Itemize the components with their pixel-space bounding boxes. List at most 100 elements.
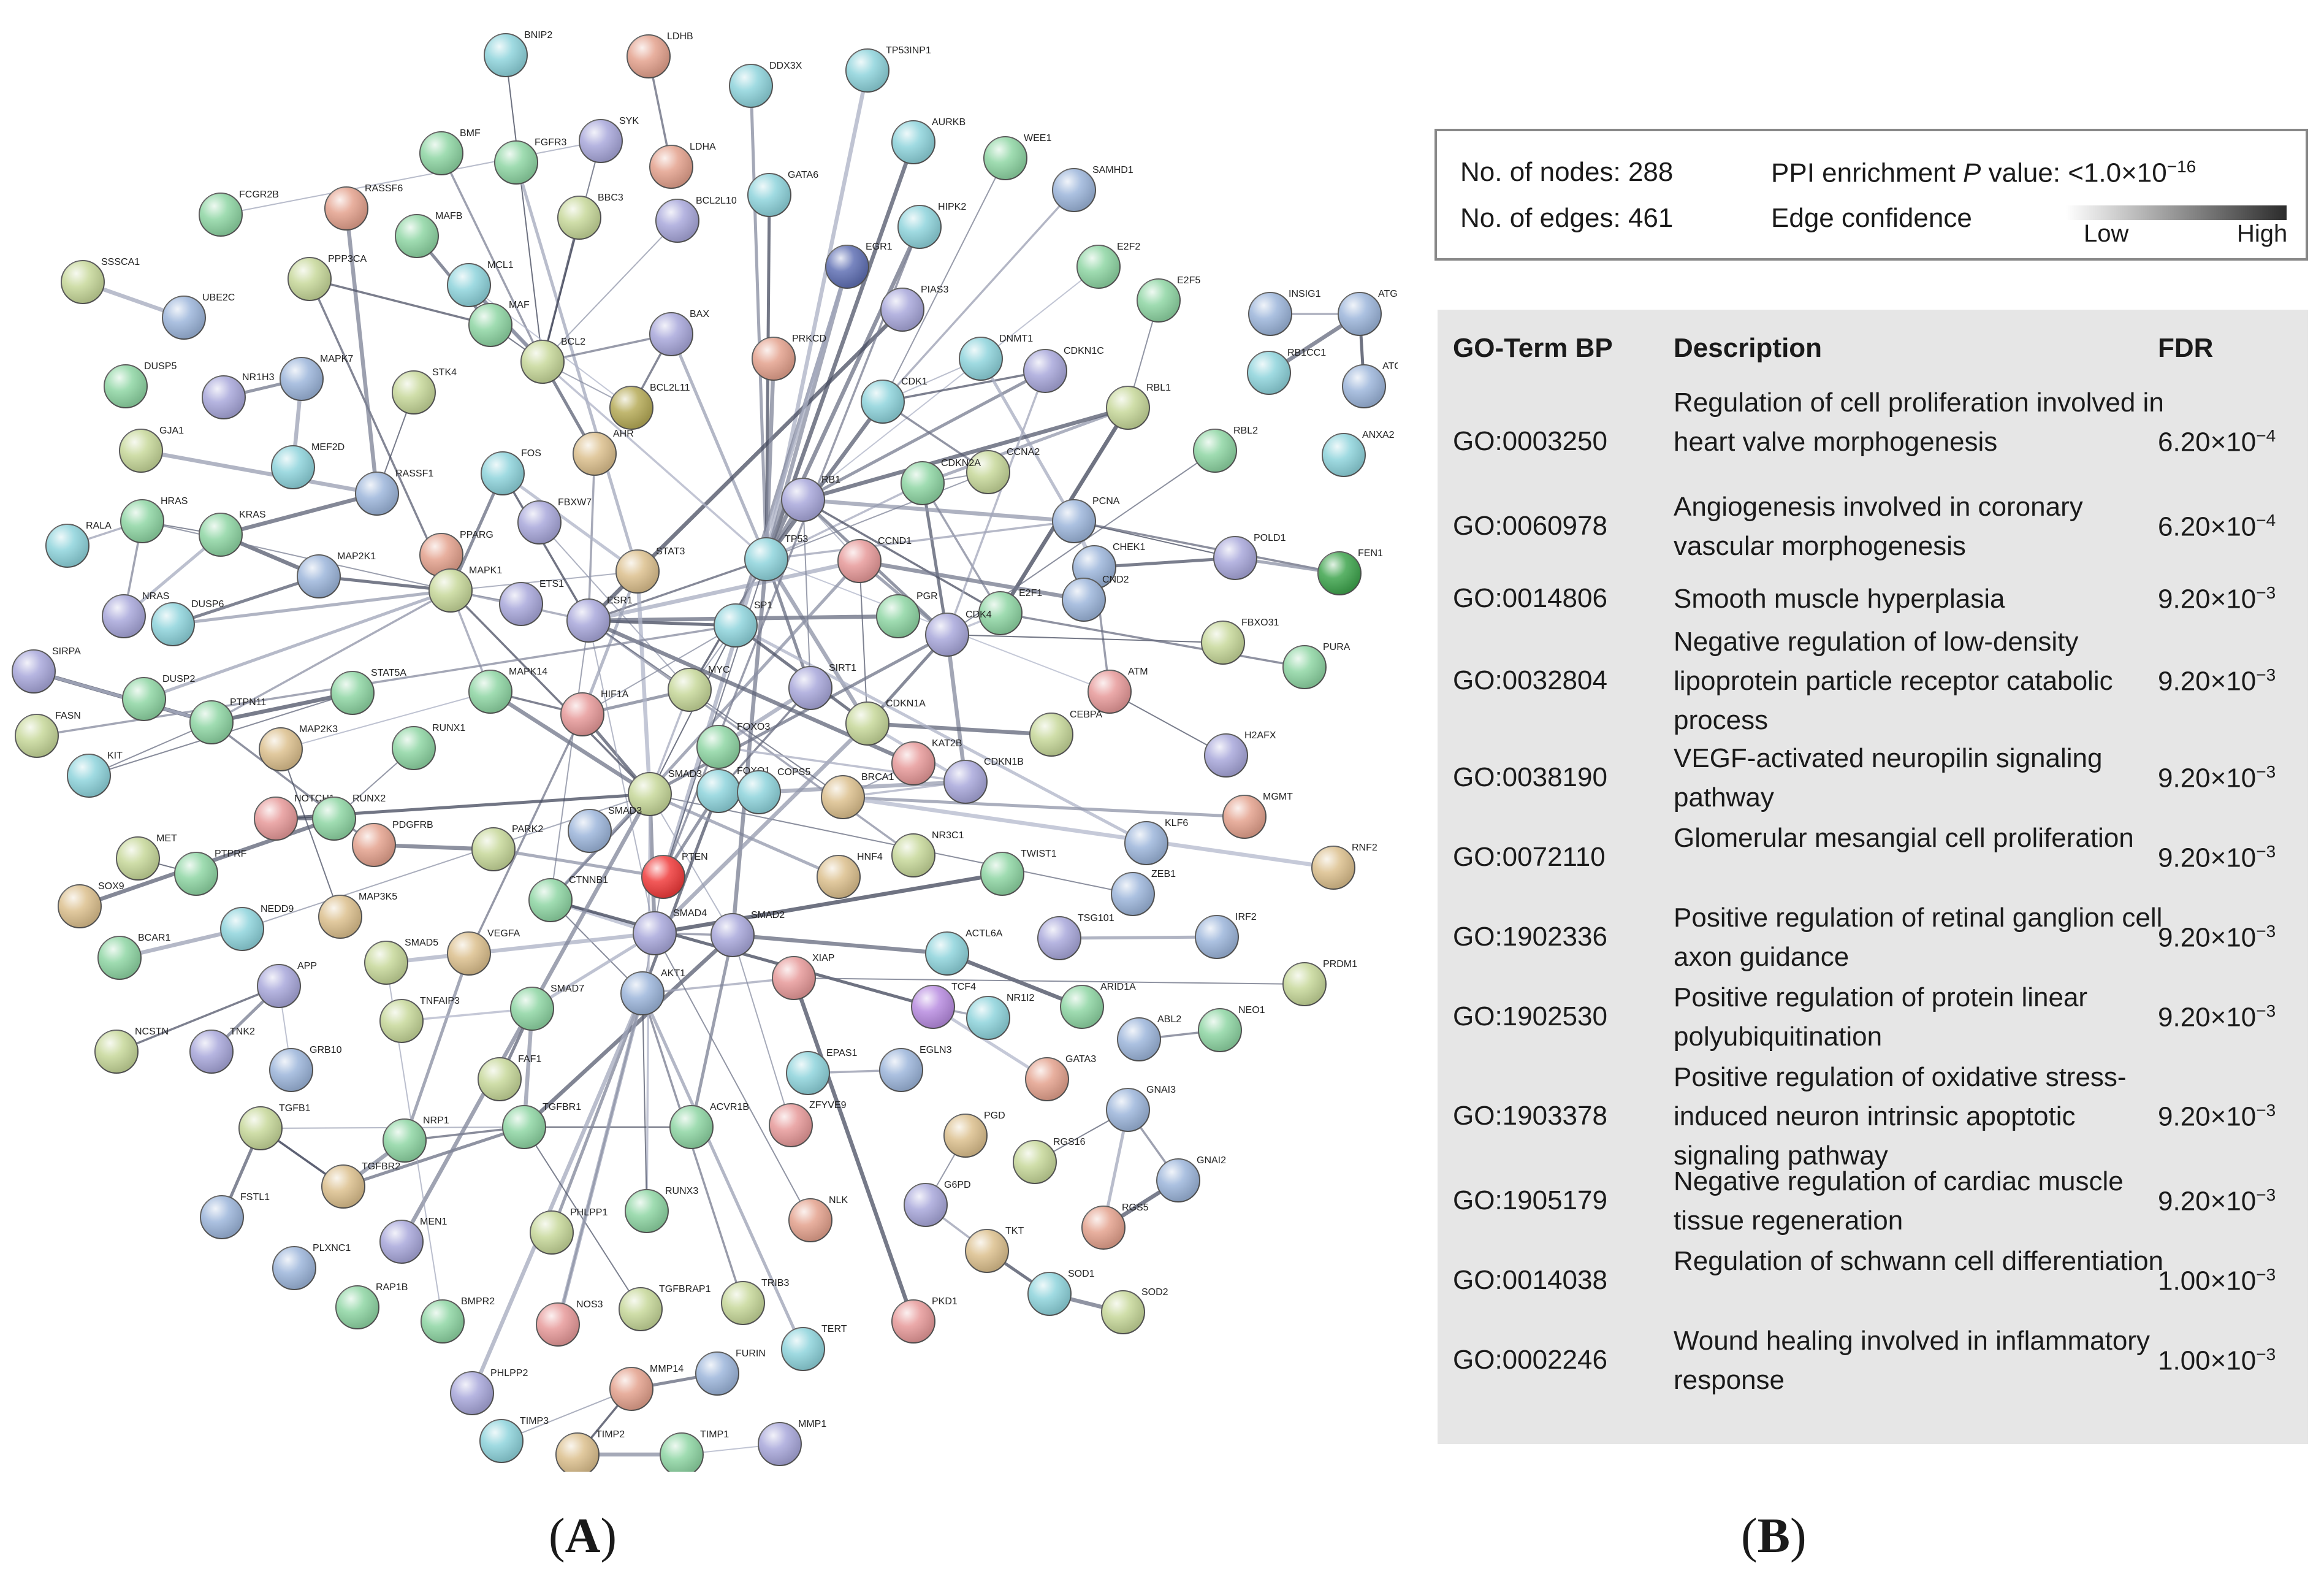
node-label: RASSF1 [395,468,433,479]
network-node: TGFBRAP1 [619,1284,711,1331]
network-node: E2F5 [1137,275,1200,323]
network-node: CDKN2A [901,458,981,505]
network-node: DNMT1 [959,334,1033,381]
network-node: FEN1 [1317,548,1383,595]
go-term-description: Regulation of cell proliferation involve… [1674,388,2164,457]
network-node: TP53 [744,534,808,581]
network-edge [142,521,451,591]
network-node: SSSCA1 [61,257,140,304]
node-label: CCND1 [878,536,912,546]
node-label: CND2 [1102,575,1129,585]
network-edge [343,1125,525,1188]
network-node: TNK2 [189,1027,255,1074]
network-node: SMAD3 [628,769,702,816]
network-edge [140,448,378,496]
go-term-description: VEGF-activated neuropilin signaling path… [1674,743,2103,812]
network-node: GNAI3 [1106,1085,1176,1132]
node-label: MAP2K3 [299,724,338,735]
go-term-description: Glomerular mesangial cell proliferation [1674,823,2134,853]
node-label: UBE2C [202,292,235,303]
go-term-id: GO:0072110 [1453,842,1606,872]
go-term-id: GO:1902336 [1453,922,1607,952]
network-edge [882,158,1006,402]
node-label: PLXNC1 [313,1243,351,1253]
node-label: SMAD5 [405,938,438,948]
network-node: MAPK1 [429,565,502,613]
node-label: FEN1 [1358,548,1383,559]
node-label: AHR [613,429,634,439]
network-node: FOS [481,448,541,495]
network-edge [220,140,601,215]
node-label: DDX3X [769,61,802,71]
node-label: NEO1 [1238,1005,1265,1015]
node-label: XIAP [812,953,834,963]
node-label: ESR1 [607,595,633,606]
network-edge [143,589,451,701]
node-label: FOS [521,448,541,459]
go-term-id: GO:0014806 [1453,583,1607,613]
network-edge [766,520,1075,560]
node-label: TWIST1 [1021,849,1057,859]
network-edge [867,721,1052,737]
node-label: FASN [55,711,81,721]
node-label: PPP3CA [328,254,367,264]
network-node: RNF2 [1311,843,1377,890]
network-node: TKT [965,1226,1024,1273]
node-label: SP1 [754,600,772,611]
network-node: RUNX1 [392,723,465,770]
network-node: PDGFRB [352,820,433,867]
node-label: E2F5 [1177,275,1200,286]
node-label: MAPK1 [469,565,502,576]
node-label: MEN1 [420,1217,448,1227]
network-edge [979,357,1076,522]
node-label: RB1 [821,475,840,485]
network-node: PPARG [419,530,493,577]
node-label: NEDD9 [261,904,294,914]
network-edge [542,220,678,362]
node-label: BBC3 [598,193,623,203]
network-node: BCL2L10 [655,196,737,243]
network-node: SOD2 [1101,1287,1168,1334]
network-edge [766,482,923,560]
node-label: VEGFA [487,928,520,939]
network-edge [653,722,869,935]
ppi-enrichment: PPI enrichment P value: <1.0×10−16 [1771,157,2196,188]
network-edge [1094,556,1236,569]
node-label: KAT2B [932,738,962,749]
edge-confidence-label: Edge confidence [1771,203,1972,233]
go-term-id: GO:0032804 [1453,665,1607,695]
network-node: NOTCH1 [254,793,335,841]
node-label: RUNX1 [432,723,465,733]
header-fdr: FDR [2158,333,2214,363]
node-label: SSSCA1 [101,257,140,267]
node-label: G6PD [944,1180,971,1190]
node-label: AURKB [932,117,966,128]
node-label: STAT3 [656,546,685,557]
node-label: ABL2 [1157,1014,1181,1025]
network-node: DUSP6 [151,599,224,646]
network-node: GNAI2 [1156,1155,1226,1202]
node-label: SOD1 [1068,1269,1095,1279]
network-node: SMAD4 [633,908,707,955]
network-node: RALA [45,521,112,568]
network-node: EGLN3 [879,1045,952,1092]
network-node: CTNNB1 [528,875,608,922]
network-edge [344,208,379,494]
node-label: KLF6 [1165,818,1188,828]
go-term-fdr: 9.20×10−3 [2158,762,2276,793]
go-term-id: GO:0060978 [1453,511,1607,541]
node-label: PHLPP1 [570,1207,608,1218]
node-label: H2AFX [1244,730,1276,741]
go-term-fdr: 9.20×10−3 [2158,583,2276,614]
node-label: DUSP5 [144,361,177,372]
legend-low-label: Low [2084,220,2129,247]
network-node: MAPK7 [280,354,353,401]
node-label: CDKN1C [1064,346,1104,356]
network-node: TNFAIP3 [379,996,460,1043]
network-edge [555,993,645,1325]
network-edge [280,691,491,750]
node-label: MAPK7 [320,354,353,364]
node-label: DNMT1 [999,334,1033,344]
